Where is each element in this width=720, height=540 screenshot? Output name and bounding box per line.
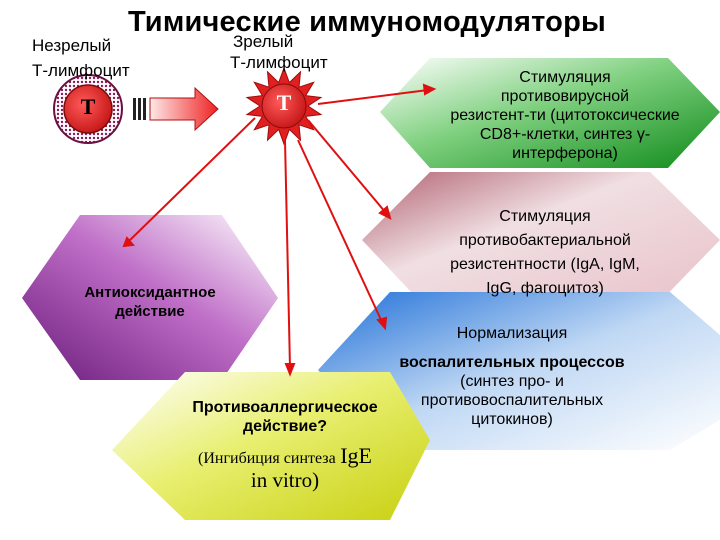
inflammation-line-1: Нормализация bbox=[456, 325, 568, 342]
immature-label-line2: Т-лимфоцит bbox=[32, 61, 130, 80]
hex-inflammation-shape bbox=[318, 292, 720, 450]
antibacterial-line-2: противобактериальной bbox=[459, 232, 631, 249]
hex-inflammation-text: Нормализация воспалительных процессов (с… bbox=[372, 324, 652, 429]
antiallergic-line-4: in vitro) bbox=[250, 468, 320, 492]
mature-cell-letter: T bbox=[276, 90, 292, 115]
hex-antiviral-shape bbox=[380, 58, 720, 168]
immature-label-line1: Незрелый bbox=[32, 36, 112, 55]
hex-antiallergic-text: Противоаллергическое действие? (Ингибици… bbox=[160, 398, 410, 492]
slide-title: Тимические иммуномодуляторы bbox=[128, 6, 606, 38]
antiallergic-line-3: (Ингибиция синтеза bbox=[198, 450, 336, 467]
antiallergic-line-2: действие? bbox=[243, 418, 327, 435]
mature-cell-body bbox=[261, 83, 307, 129]
arrow-to-antiallergic bbox=[284, 139, 291, 369]
inflammation-line-3: (синтез про- и bbox=[460, 373, 564, 390]
hex-antioxidant-shape bbox=[22, 215, 278, 380]
inflammation-line-4: противовоспалительных bbox=[420, 392, 604, 409]
inflammation-line-2: воспалительных процессов bbox=[399, 354, 625, 371]
antiviral-line-3: резистент-ти (цитотоксические bbox=[450, 107, 680, 124]
antibacterial-line-3: резистентности (IgA, IgM, bbox=[450, 256, 640, 273]
arrow-to-inflammation bbox=[297, 139, 383, 323]
antioxidant-line-1: Антиоксидантное bbox=[84, 284, 216, 301]
inflammation-line-5: цитокинов) bbox=[471, 411, 553, 428]
hex-antiallergic-shape bbox=[112, 372, 430, 520]
mature-cell-icon bbox=[245, 66, 323, 146]
antiviral-line-4: CD8+-клетки, синтез γ- bbox=[479, 126, 651, 143]
antibacterial-line-4: IgG, фагоцитоз) bbox=[486, 280, 604, 297]
antiviral-line-2: противовирусной bbox=[500, 88, 630, 105]
antiviral-line-5: интерферона) bbox=[512, 145, 618, 162]
immature-cell-letter: T bbox=[80, 94, 96, 119]
antibacterial-line-1: Стимуляция bbox=[499, 208, 591, 225]
hex-antiviral-text: Стимуляция противовирусной резистент-ти … bbox=[420, 68, 710, 163]
antiallergic-line-1: Противоаллергическое bbox=[192, 399, 378, 416]
arrow-to-antioxidant bbox=[127, 117, 256, 243]
mature-label-line2: Т-лимфоцит bbox=[230, 53, 328, 72]
antiviral-line-1: Стимуляция bbox=[519, 69, 611, 86]
transition-arrow-icon bbox=[133, 86, 219, 132]
antioxidant-line-2: действие bbox=[115, 303, 185, 320]
antiallergic-ige: IgE bbox=[340, 443, 372, 468]
antiallergic-line-3-wrap: (Ингибиция синтеза IgE bbox=[160, 443, 410, 468]
hex-antioxidant-text: Антиоксидантное действие bbox=[40, 283, 260, 321]
arrow-to-antiviral bbox=[317, 89, 429, 105]
arrow-to-antibacterial bbox=[307, 119, 387, 214]
mature-label-line1: Зрелый bbox=[233, 32, 294, 51]
immature-cell-icon bbox=[53, 74, 123, 144]
hex-antibacterial-shape bbox=[362, 172, 720, 312]
hex-antibacterial-text: Стимуляция противобактериальной резистен… bbox=[400, 205, 690, 301]
effect-arrows bbox=[122, 83, 437, 377]
